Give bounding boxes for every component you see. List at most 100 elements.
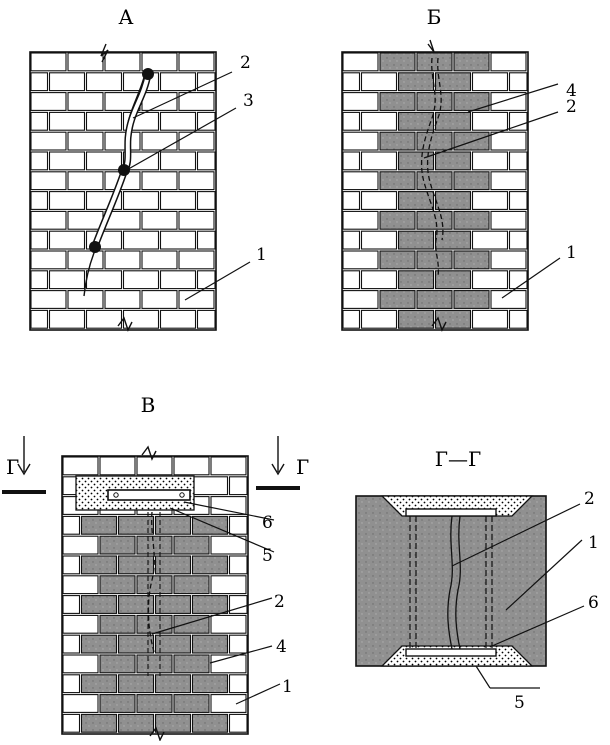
wall-v-brick — [62, 515, 81, 535]
wall-b-brick — [471, 270, 509, 290]
wall-b-brick — [508, 151, 528, 171]
wall-b-brick — [490, 210, 527, 230]
wall-b-brick — [342, 210, 379, 230]
wall-a-brick — [159, 191, 197, 210]
wall-b-brick — [379, 171, 416, 191]
wall-a-brick — [67, 52, 104, 72]
wall-v-brick — [136, 614, 173, 634]
wall-a-brick — [85, 111, 123, 131]
crack-v — [147, 511, 155, 653]
wall-v-brick — [191, 713, 229, 733]
wall-a-brick — [122, 309, 160, 329]
panel-a: А 2 3 1 — [29, 5, 267, 332]
injection-port-a-2 — [118, 164, 130, 176]
wall-b-brick — [360, 270, 398, 290]
callout-b-4: 4 — [566, 81, 577, 101]
wall-b-brick — [342, 171, 379, 191]
wall-b-brick — [490, 290, 527, 309]
callout-a-2: 2 — [240, 53, 251, 73]
wall-a-brick — [48, 72, 86, 92]
wall-b-brick — [342, 270, 361, 290]
wall-b-brick — [490, 171, 527, 191]
wall-b-brick — [416, 210, 453, 230]
wall-b-brick — [342, 309, 361, 329]
wall-b-brick — [342, 92, 379, 111]
wall-v-brick — [154, 555, 192, 575]
wall-b-brick — [471, 72, 509, 92]
wall-b-brick — [490, 250, 527, 270]
wall-v-brick — [228, 674, 248, 694]
callout-v-6: 6 — [262, 513, 273, 533]
wall-a-brick — [159, 151, 197, 171]
wall-a-brick — [178, 52, 215, 72]
crack-b — [420, 57, 440, 277]
wall-a-brick — [85, 309, 123, 329]
wall-a-brick — [30, 309, 49, 329]
plate-top — [405, 508, 497, 517]
wall-b-brick — [434, 72, 472, 92]
wall-a-brick — [48, 270, 86, 290]
wall-v-brick — [62, 535, 99, 555]
wall-v-brick — [62, 595, 81, 614]
wall-a-brick — [48, 230, 86, 250]
wall-b-brick — [397, 191, 435, 210]
wall-a-brick — [196, 270, 216, 290]
wall-a-brick — [196, 191, 216, 210]
wall-v-brick — [228, 713, 248, 733]
wall-a-brick — [30, 191, 49, 210]
injection-port-a-3 — [89, 241, 101, 253]
panel-g-title: Г—Г — [435, 447, 481, 471]
wall-b-brick — [379, 131, 416, 151]
break-mark-a — [117, 316, 133, 332]
wall-b-brick — [397, 270, 435, 290]
wall-v-brick — [117, 515, 155, 535]
svg-text:Г: Г — [296, 455, 309, 479]
wall-b-brick — [360, 309, 398, 329]
wall-a-brick — [85, 72, 123, 92]
wall-b-brick — [360, 151, 398, 171]
wall-v-brick — [80, 713, 118, 733]
wall-a-brick — [196, 230, 216, 250]
wall-a-brick — [67, 92, 104, 111]
wall-v-brick — [154, 713, 192, 733]
wall-a-brick — [67, 131, 104, 151]
wall-b-brick — [434, 111, 472, 131]
wall-a-brick — [141, 52, 178, 72]
wall-a-brick — [30, 72, 49, 92]
wall-a-brick — [159, 111, 197, 131]
wall-v-brick — [99, 654, 136, 674]
wall-b-brick — [342, 72, 361, 92]
wall-b-brick — [471, 309, 509, 329]
panel-v-title: В — [141, 393, 156, 417]
wall-a-brick — [159, 309, 197, 329]
wall-b-brick — [508, 72, 528, 92]
wall-v-brick — [228, 595, 248, 614]
wall-a-brick — [122, 191, 160, 210]
callout-v-4: 4 — [276, 637, 287, 657]
wall-v-brick — [228, 634, 248, 654]
wall-v-brick — [62, 634, 81, 654]
wall-a-brick — [178, 131, 215, 151]
wall-a-brick — [30, 290, 67, 309]
wall-b-brick — [342, 151, 361, 171]
wall-a-brick — [159, 230, 197, 250]
panel-v: В Г Г 6 5 2 4 — [2, 393, 309, 742]
wall-v-brick — [62, 713, 81, 733]
wall-v-brick — [99, 614, 136, 634]
wall-v-brick — [117, 674, 155, 694]
wall-v-brick — [210, 456, 247, 476]
break-mark-b — [431, 316, 447, 332]
wall-v-brick — [173, 535, 210, 555]
wall-v-brick — [99, 575, 136, 595]
wall-b-brick — [379, 250, 416, 270]
wall-v-brick — [117, 713, 155, 733]
wall-v-brick — [136, 575, 173, 595]
wall-v-brick — [80, 595, 118, 614]
callout-g-2: 2 — [584, 489, 595, 509]
wall-b-brick — [397, 309, 435, 329]
wall-b-brick — [508, 230, 528, 250]
wall-v-brick — [136, 456, 173, 476]
wall-v-brick — [62, 575, 99, 595]
wall-b-brick — [360, 111, 398, 131]
wall-a-brick — [30, 210, 67, 230]
